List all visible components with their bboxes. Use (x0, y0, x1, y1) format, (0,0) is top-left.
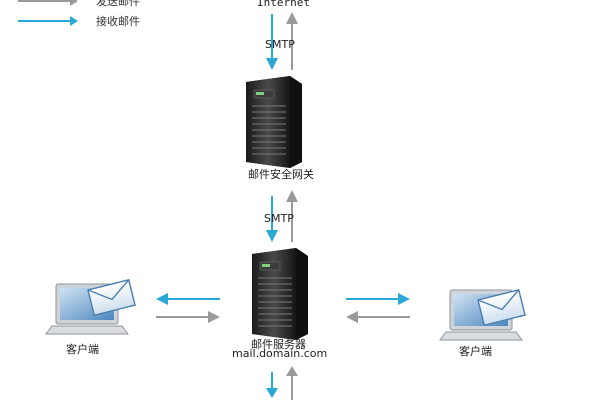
arrow-server-up-from-bottom (286, 366, 298, 400)
arrow-server-down (266, 372, 278, 398)
arrow-server-to-gateway (286, 190, 298, 242)
smtp-label-top: SMTP (265, 38, 295, 51)
gateway-label: 邮件安全网关 (248, 168, 314, 181)
arrow-server-to-right-client (346, 293, 410, 305)
legend-receive-arrow-icon (70, 16, 78, 26)
server-host-label: mail.domain.com (232, 347, 328, 360)
legend: 发送邮件 接收邮件 (18, 0, 158, 34)
right-client-laptop-mail-icon (439, 288, 526, 341)
arrow-server-to-left-client (156, 293, 220, 305)
legend-send: 发送邮件 (18, 0, 158, 8)
arrow-internet-to-gateway (266, 14, 278, 70)
legend-send-line (18, 0, 74, 2)
arrow-right-client-to-server (346, 311, 410, 323)
server-label: 邮件服务器 (251, 338, 306, 351)
internet-label: Internet (257, 0, 310, 9)
legend-receive-line (18, 20, 74, 22)
legend-receive-label: 接收邮件 (96, 15, 140, 28)
arrow-left-client-to-server (156, 311, 220, 323)
arrow-gateway-to-internet (286, 12, 298, 70)
legend-receive: 接收邮件 (18, 14, 158, 28)
right-client-label: 客户端 (459, 345, 492, 358)
legend-send-label: 发送邮件 (96, 0, 140, 8)
legend-send-arrow-icon (70, 0, 78, 6)
left-client-laptop-mail-icon (45, 278, 136, 335)
arrow-gateway-to-server (266, 196, 278, 242)
left-client-label: 客户端 (66, 343, 99, 356)
gateway-server-icon (246, 76, 302, 168)
smtp-label-middle: SMTP (264, 212, 294, 225)
mail-server-icon (252, 248, 308, 340)
